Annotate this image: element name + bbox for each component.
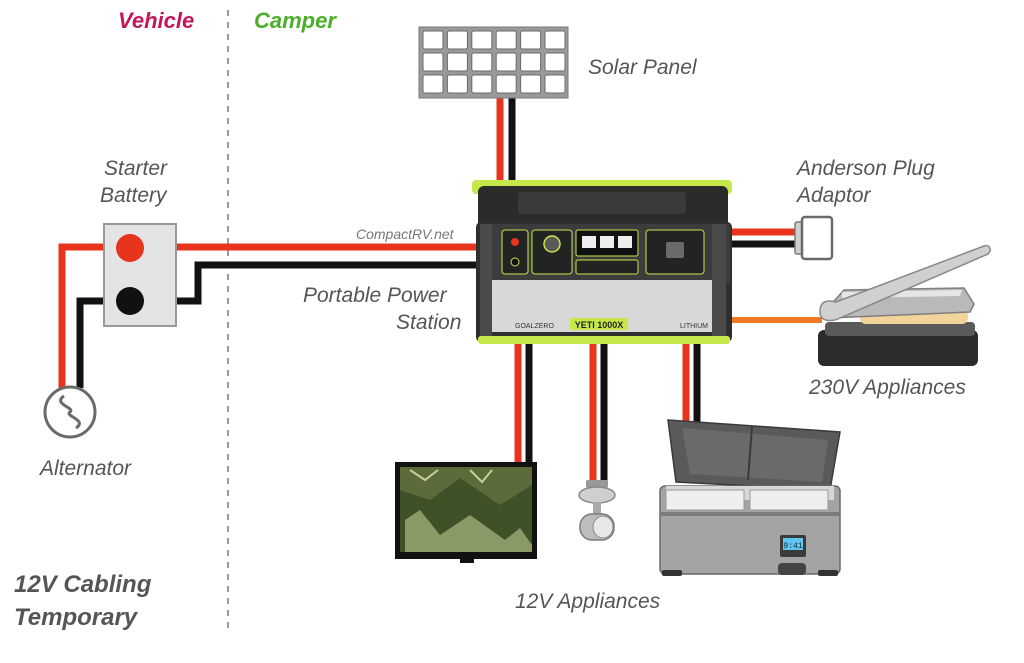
solar-cell <box>446 74 468 94</box>
starter-battery-label-line1: Starter <box>104 157 168 180</box>
sandwich-press-icon <box>818 244 991 366</box>
solar-panel-icon <box>418 26 569 99</box>
solar-cells <box>422 30 566 94</box>
device-chemistry: LITHIUM <box>680 323 708 330</box>
solar-cell <box>544 30 566 50</box>
device-brand: GOALZERO <box>515 323 554 330</box>
starter-battery-label-line2: Battery <box>100 184 167 207</box>
fridge-icon: 9:41 <box>659 419 841 576</box>
solar-cell <box>495 74 517 94</box>
solar-cell <box>422 30 444 50</box>
solar-cell <box>446 52 468 72</box>
cabling-note-line1: 12V Cabling <box>14 571 152 598</box>
vehicle-header: Vehicle <box>118 8 195 33</box>
solar-cell <box>544 74 566 94</box>
solar-cell <box>544 52 566 72</box>
power-station-label-line2: Station <box>396 311 462 334</box>
device-model: YETI 1000X <box>575 320 624 330</box>
power-station-label-line1: Portable Power <box>303 284 447 307</box>
appliances-230v-label: 230V Appliances <box>809 376 966 399</box>
solar-cell <box>495 52 517 72</box>
tv-icon <box>395 462 537 563</box>
fridge-display-readout: 9:41 <box>783 542 802 551</box>
solar-cell <box>471 74 493 94</box>
solar-cell <box>422 52 444 72</box>
light-icon <box>578 480 616 541</box>
anderson-plug-label-line2: Adaptor <box>797 184 871 207</box>
alternator-label: Alternator <box>40 457 132 480</box>
cabling-note-line2: Temporary <box>14 604 138 631</box>
power-station-icon: YETI 1000X GOALZERO LITHIUM <box>472 180 732 344</box>
alternator-positive-wire <box>58 243 118 388</box>
watermark: CompactRV.net <box>356 226 454 242</box>
solar-cell <box>520 30 542 50</box>
anderson-plug-label-line1: Anderson Plug <box>797 157 935 180</box>
solar-cell <box>520 52 542 72</box>
solar-panel-label: Solar Panel <box>588 56 697 79</box>
alternator-icon <box>43 385 97 439</box>
solar-cell <box>422 74 444 94</box>
solar-cell <box>520 74 542 94</box>
solar-cell <box>471 30 493 50</box>
camper-header: Camper <box>254 8 336 33</box>
solar-cell <box>446 30 468 50</box>
battery-terminals-icon <box>103 223 177 327</box>
solar-cell <box>495 30 517 50</box>
anderson-plug-icon <box>794 215 834 261</box>
solar-cell <box>471 52 493 72</box>
appliances-12v-label: 12V Appliances <box>515 590 661 613</box>
